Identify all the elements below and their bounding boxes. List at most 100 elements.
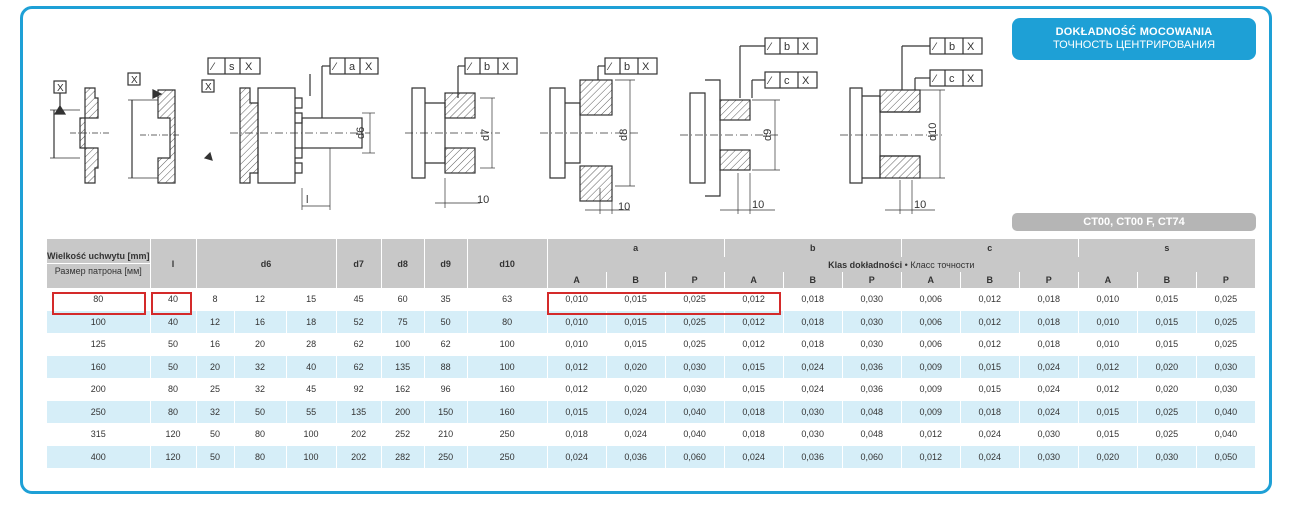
- table-cell: 250: [467, 423, 548, 446]
- table-cell: 80: [150, 378, 197, 401]
- table-cell: 0,006: [901, 333, 961, 356]
- technical-drawings: X X ⁄ s X X: [50, 37, 983, 214]
- table-cell: 0,018: [547, 423, 607, 446]
- table-cell: 202: [336, 445, 382, 468]
- table-cell: 0,036: [842, 378, 902, 401]
- table-cell: 0,025: [1196, 310, 1257, 333]
- table-cell: 0,015: [1137, 288, 1197, 311]
- svg-text:X: X: [245, 61, 253, 73]
- table-cell: 315: [47, 423, 151, 446]
- table-cell: 0,018: [1019, 288, 1079, 311]
- header-d9: d9: [424, 239, 468, 288]
- table-cell: 100: [467, 333, 548, 356]
- table-cell: 0,030: [842, 288, 902, 311]
- table-cell: 0,048: [842, 423, 902, 446]
- table-cell: 0,024: [606, 423, 666, 446]
- table-cell: 0,015: [724, 378, 784, 401]
- table-cell: 0,009: [901, 378, 961, 401]
- table-cell: 0,030: [1196, 378, 1257, 401]
- header-d7: d7: [336, 239, 382, 288]
- table-cell: 0,010: [1078, 288, 1138, 311]
- table-cell: 135: [381, 355, 425, 378]
- title-polish: DOKŁADNOŚĆ MOCOWANIA: [1055, 26, 1213, 38]
- table-cell: 0,036: [606, 445, 666, 468]
- table-cell: 12: [196, 310, 235, 333]
- table-cell: 252: [381, 423, 425, 446]
- header-class-1: B: [606, 272, 666, 288]
- table-cell: 0,010: [1078, 333, 1138, 356]
- table-cell: 50: [424, 310, 468, 333]
- svg-text:X: X: [802, 41, 810, 53]
- table-cell: 80: [150, 400, 197, 423]
- table-cell: 0,025: [1137, 423, 1197, 446]
- header-size-pl: Wielkość uchwytu [mm]: [47, 251, 150, 261]
- table-cell: 0,018: [783, 333, 843, 356]
- svg-text:d10: d10: [927, 123, 939, 141]
- table-cell: 80: [234, 445, 287, 468]
- table-cell: 400: [47, 445, 151, 468]
- table-cell: 50: [234, 400, 287, 423]
- table-cell: 250: [424, 445, 468, 468]
- table-cell: 0,012: [960, 333, 1020, 356]
- table-cell: 50: [150, 355, 197, 378]
- table-cell: 0,018: [1019, 310, 1079, 333]
- table-cell: 250: [47, 400, 151, 423]
- table-cell: 0,030: [1019, 445, 1079, 468]
- table-cell: 160: [467, 400, 548, 423]
- table-cell: 0,012: [547, 378, 607, 401]
- svg-text:X: X: [205, 82, 212, 93]
- table-cell: 50: [150, 333, 197, 356]
- table-cell: 0,020: [1137, 378, 1197, 401]
- table-cell: 210: [424, 423, 468, 446]
- svg-text:d9: d9: [762, 129, 774, 141]
- header-class-7: B: [960, 272, 1020, 288]
- svg-text:b: b: [624, 61, 630, 73]
- table-cell: 0,020: [1137, 355, 1197, 378]
- table-cell: 50: [196, 423, 235, 446]
- table-cell: 0,040: [665, 400, 725, 423]
- table-cell: 0,015: [1078, 423, 1138, 446]
- table-cell: 0,015: [1078, 400, 1138, 423]
- table-cell: 0,018: [1019, 333, 1079, 356]
- table-cell: 32: [234, 378, 287, 401]
- title-russian: ТОЧНОСТЬ ЦЕНТРИРОВАНИЯ: [1052, 39, 1216, 51]
- header-class-0: A: [547, 272, 607, 288]
- table-cell: 0,018: [783, 310, 843, 333]
- table-cell: 160: [47, 355, 151, 378]
- datum-x-label-1: X: [57, 83, 64, 94]
- table-cell: 0,030: [842, 333, 902, 356]
- table-cell: 0,020: [606, 378, 666, 401]
- table-cell: 0,015: [606, 310, 666, 333]
- table-cell: 0,025: [665, 310, 725, 333]
- table-cell: 50: [196, 445, 235, 468]
- svg-text:10: 10: [752, 199, 764, 211]
- table-cell: 120: [150, 423, 197, 446]
- table-cell: 200: [47, 378, 151, 401]
- table-cell: 32: [196, 400, 235, 423]
- svg-text:X: X: [365, 61, 373, 73]
- table-cell: 250: [467, 445, 548, 468]
- table-cell: 62: [336, 333, 382, 356]
- table-cell: 0,012: [724, 310, 784, 333]
- table-cell: 0,040: [665, 423, 725, 446]
- table-cell: 0,015: [1137, 333, 1197, 356]
- content-frame: [20, 6, 1272, 494]
- drawing-d10: ⁄ b X ⁄ c X d10 10: [840, 37, 983, 214]
- table-cell: 160: [467, 378, 548, 401]
- table-cell: 0,024: [1019, 355, 1079, 378]
- svg-text:b: b: [484, 61, 490, 73]
- table-cell: 0,015: [606, 333, 666, 356]
- table-cell: 100: [467, 355, 548, 378]
- table-cell: 40: [150, 310, 197, 333]
- header-d6: d6: [196, 239, 337, 288]
- header-class-9: A: [1078, 272, 1138, 288]
- table-cell: 100: [381, 333, 425, 356]
- table-cell: 0,040: [1196, 423, 1257, 446]
- table-cell: 0,015: [724, 355, 784, 378]
- drawing-chuck-shaft: ⁄ s X X d6 l ⁄ a X: [201, 57, 379, 210]
- table-cell: 100: [286, 423, 337, 446]
- header-group-b: b: [724, 239, 902, 257]
- table-cell: 96: [424, 378, 468, 401]
